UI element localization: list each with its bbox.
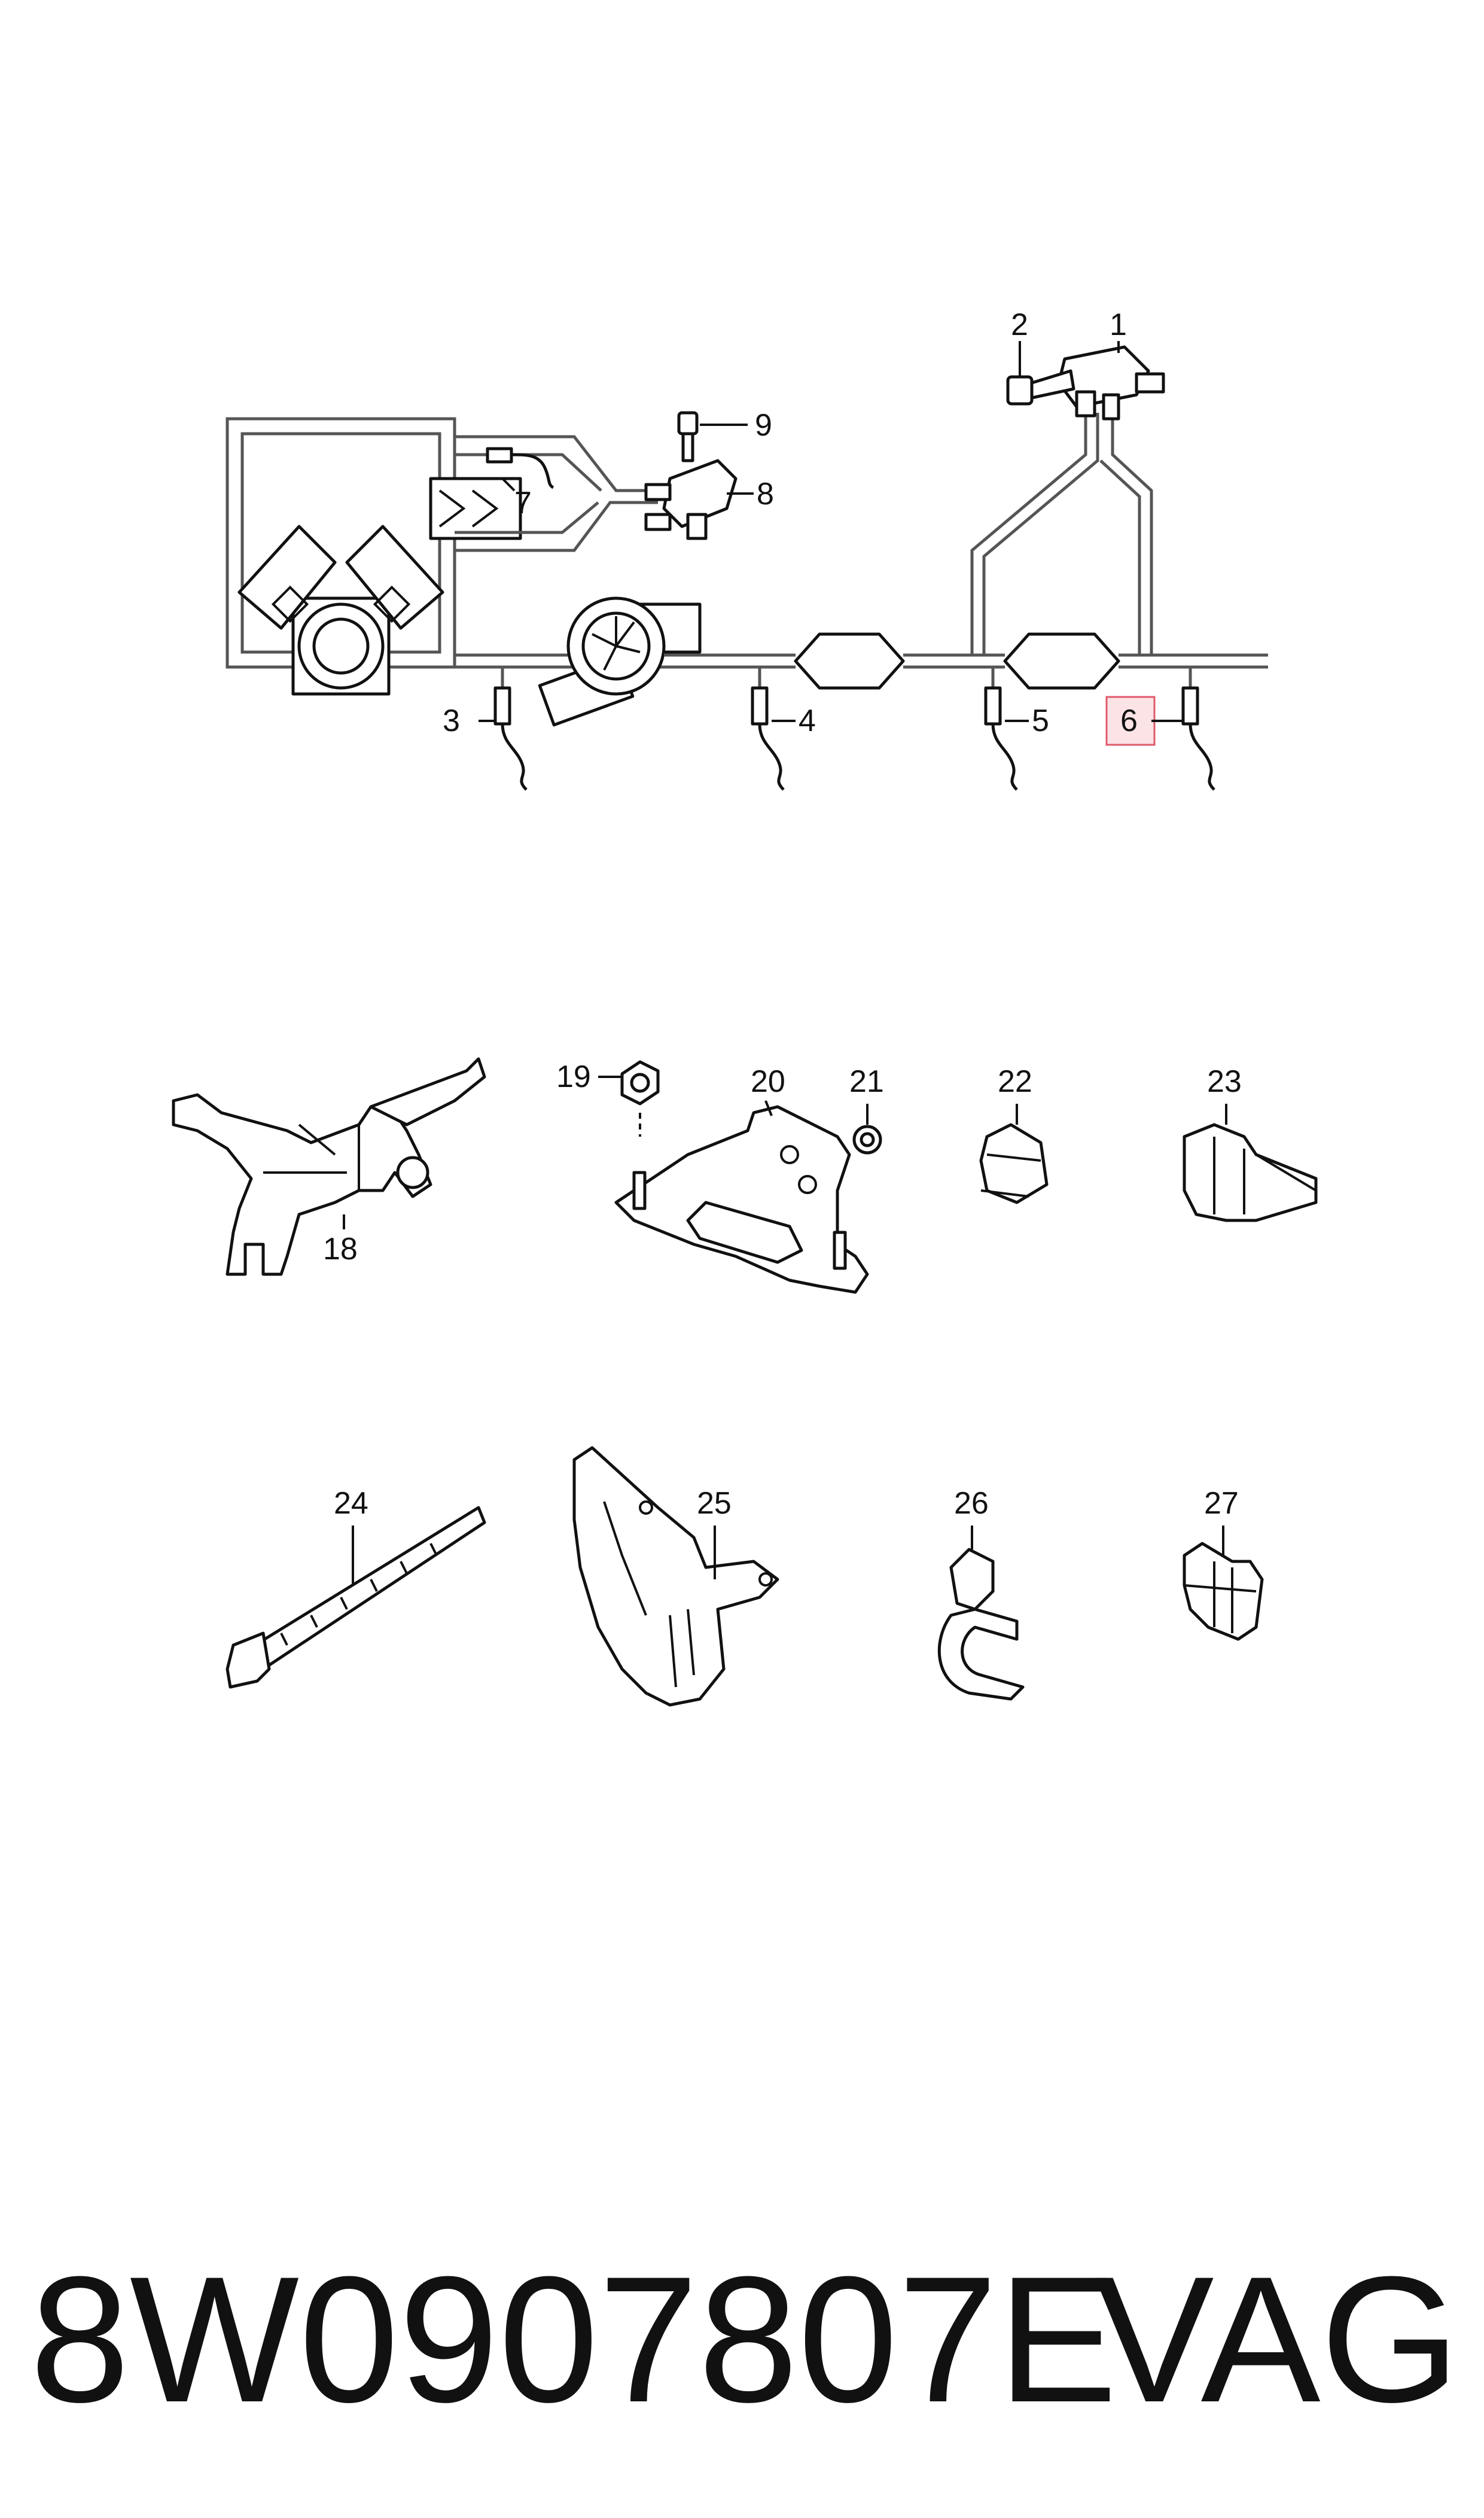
callout-5: 5 bbox=[1032, 704, 1049, 738]
part-number: 8W0907807E bbox=[30, 2239, 1118, 2440]
callouts-top: 1 2 3 4 5 6 7 8 9 bbox=[443, 307, 1184, 746]
callout-2: 2 bbox=[1011, 307, 1028, 342]
bracket-25-icon bbox=[572, 1446, 779, 1707]
brand-name: VAG bbox=[1094, 2239, 1460, 2440]
callout-3: 3 bbox=[443, 704, 460, 738]
bracket-20-icon bbox=[614, 1105, 869, 1294]
egr-cooler-icon bbox=[429, 477, 522, 540]
holder-23-icon bbox=[1183, 1123, 1318, 1222]
temperature-sensor-4-icon bbox=[751, 686, 785, 791]
screw-icon bbox=[677, 411, 699, 462]
temperature-sensor-6-icon bbox=[1181, 686, 1215, 791]
bolt-icon bbox=[1006, 369, 1075, 406]
nut-19-icon bbox=[620, 1060, 660, 1137]
callout-25: 25 bbox=[697, 1486, 732, 1521]
callout-1: 1 bbox=[1110, 307, 1127, 342]
callout-23: 23 bbox=[1207, 1064, 1242, 1099]
nut-21-icon bbox=[852, 1125, 882, 1155]
pressure-sensor-icon bbox=[1057, 345, 1165, 421]
bracket-18-icon bbox=[172, 1057, 486, 1276]
callout-9: 9 bbox=[755, 408, 772, 443]
callout-4: 4 bbox=[799, 704, 816, 738]
callout-20: 20 bbox=[751, 1064, 785, 1099]
callout-26: 26 bbox=[954, 1486, 989, 1521]
holder-27-icon bbox=[1183, 1542, 1264, 1641]
callout-8: 8 bbox=[757, 477, 774, 511]
callout-19: 19 bbox=[556, 1059, 591, 1094]
turbocharger-icon bbox=[538, 596, 702, 727]
temperature-sensor-5-icon bbox=[984, 686, 1018, 791]
callout-21: 21 bbox=[849, 1064, 884, 1099]
temperature-sensor-3-icon bbox=[493, 686, 528, 791]
temperature-sensor-7-icon bbox=[486, 447, 554, 489]
callout-6: 6 bbox=[1120, 704, 1138, 738]
egr-valve-icon bbox=[644, 459, 738, 540]
particulate-filter-icon bbox=[1003, 632, 1120, 690]
callout-22: 22 bbox=[998, 1064, 1032, 1099]
clip-22-icon bbox=[979, 1123, 1049, 1204]
exhaust-schematic bbox=[226, 413, 1268, 727]
callout-7: 7 bbox=[514, 486, 532, 520]
cable-tie-24-icon bbox=[226, 1506, 486, 1689]
footer: 8W0907807E VAG bbox=[0, 2213, 1484, 2465]
callout-24: 24 bbox=[334, 1486, 368, 1521]
callout-18: 18 bbox=[323, 1232, 358, 1266]
catalytic-converter-icon bbox=[794, 632, 905, 690]
callout-27: 27 bbox=[1204, 1486, 1239, 1521]
engine-icon bbox=[237, 525, 444, 696]
clamp-26-icon bbox=[937, 1548, 1025, 1701]
